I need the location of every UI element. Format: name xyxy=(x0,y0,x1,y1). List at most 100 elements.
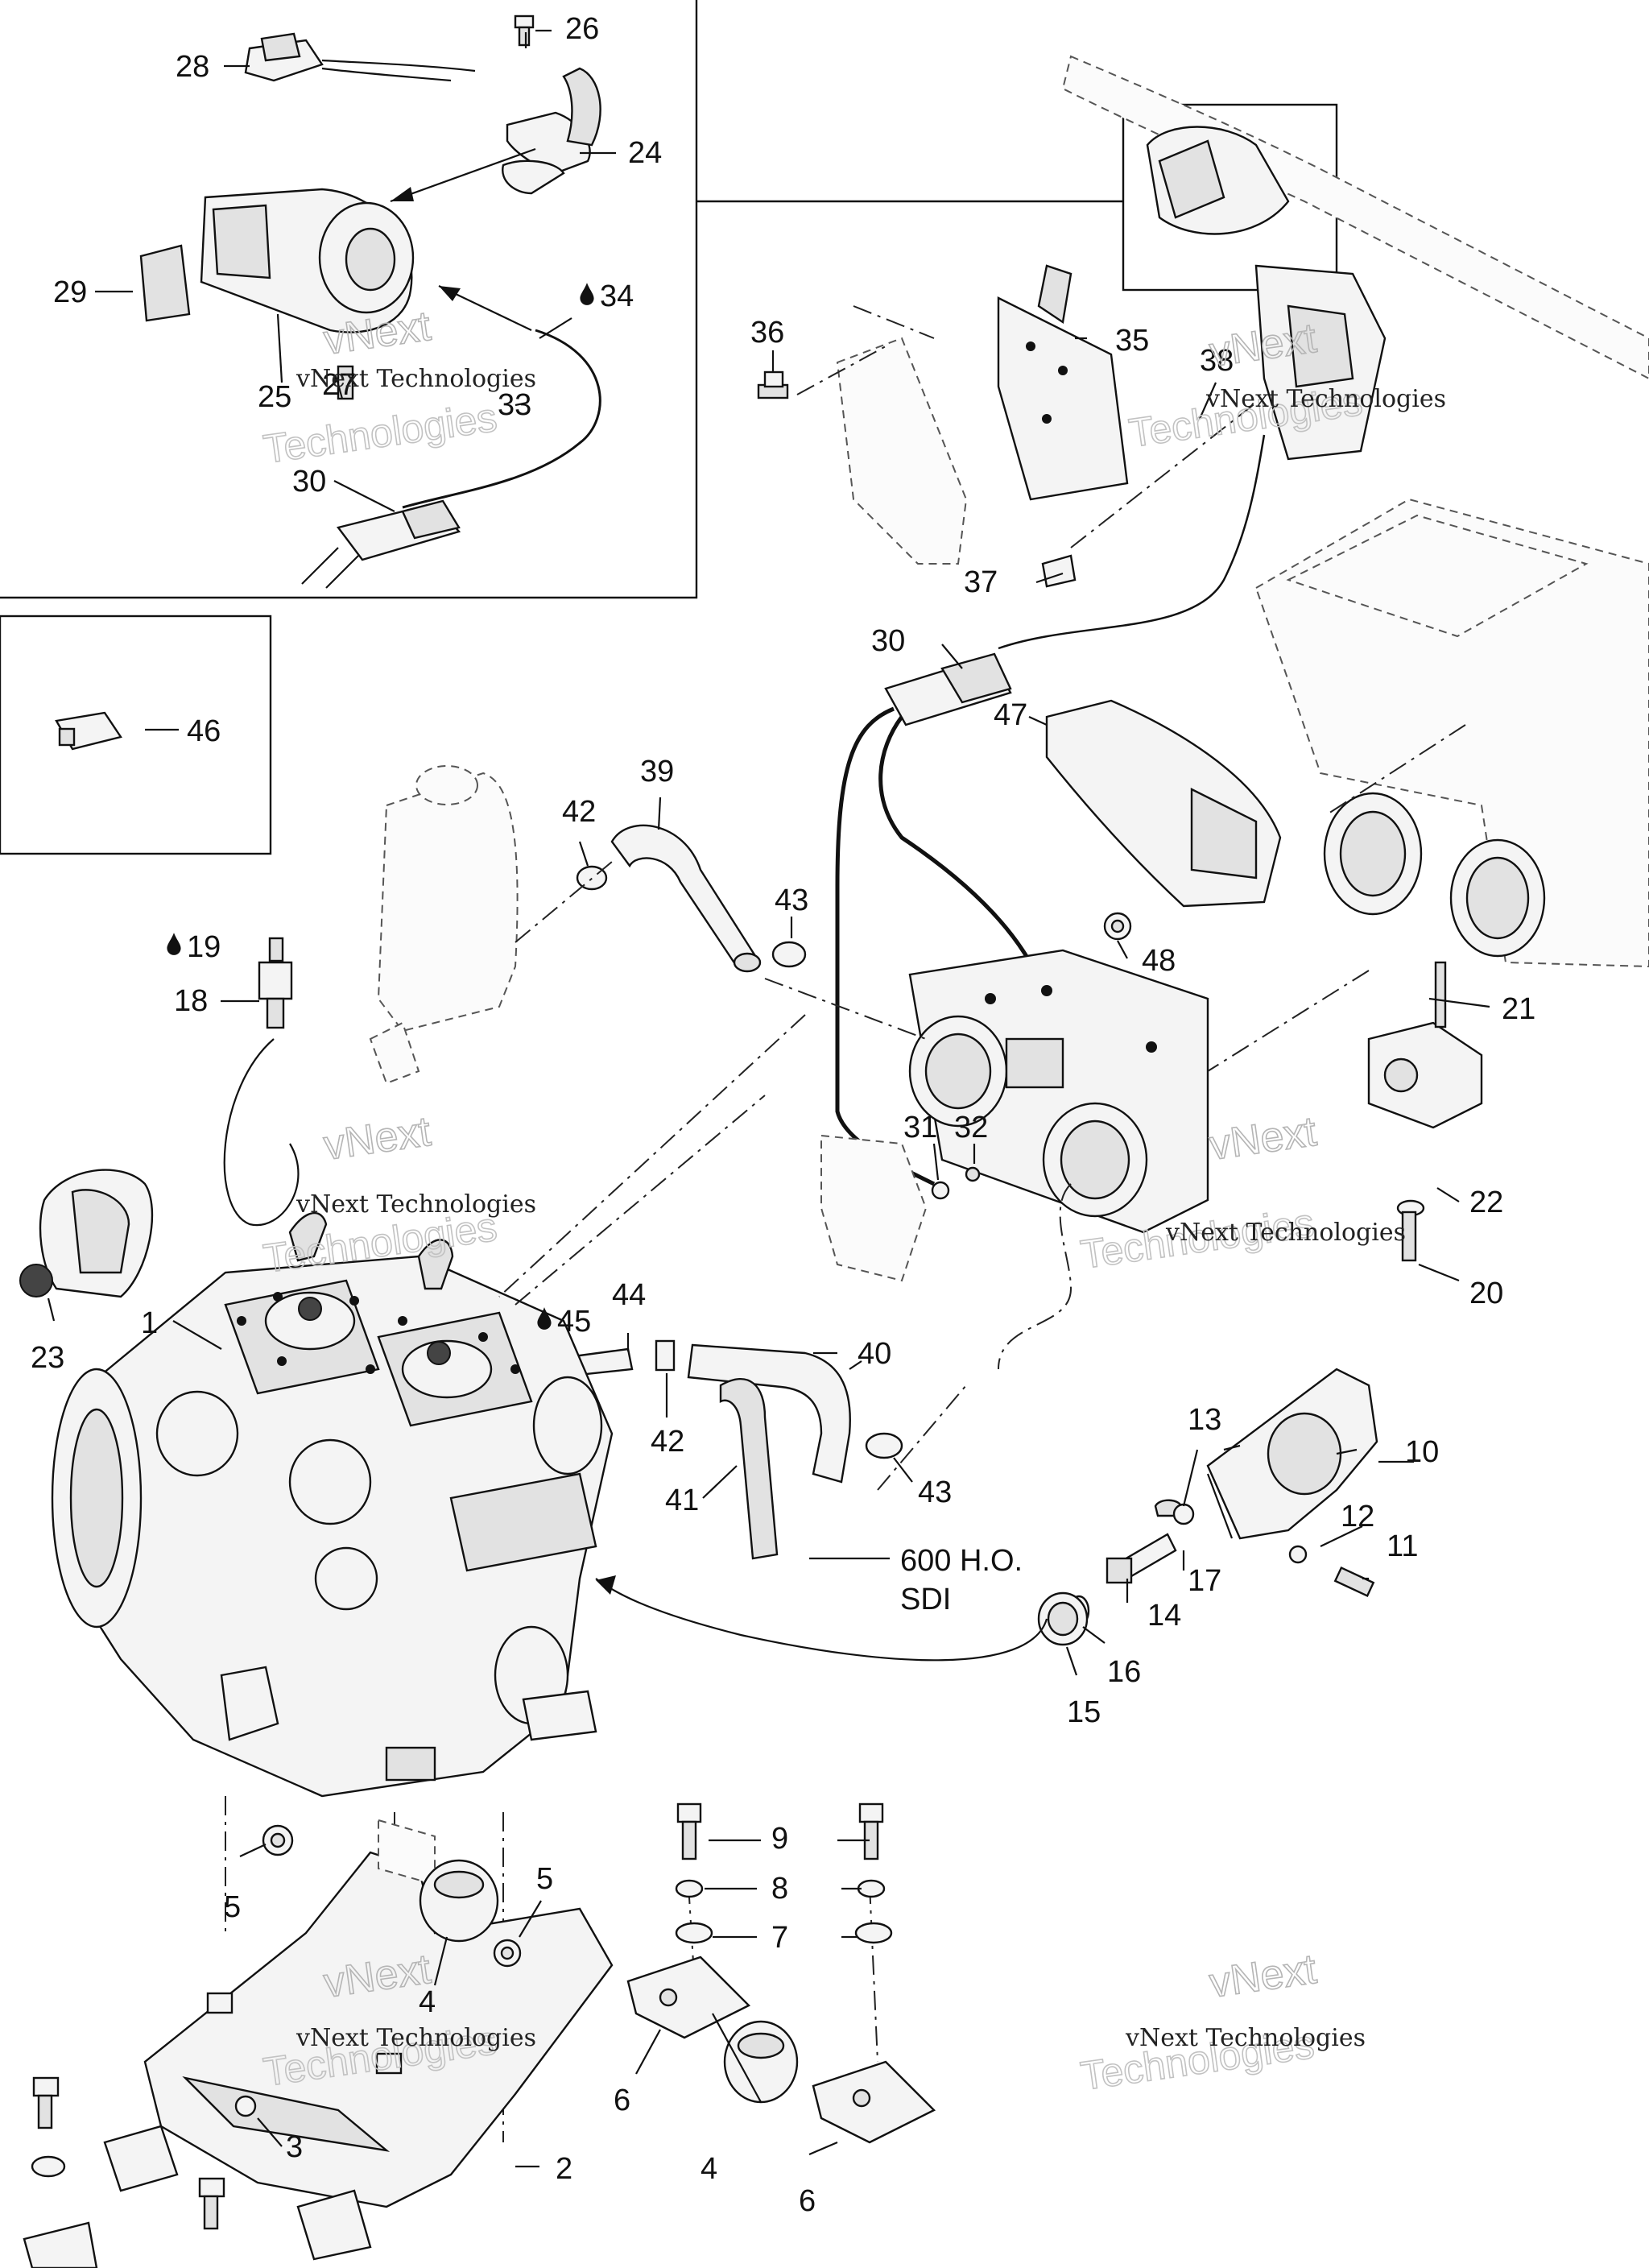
clip-46 xyxy=(55,711,122,751)
oil-pump-parts xyxy=(1367,961,1483,1262)
callout-29: 29 xyxy=(53,275,87,309)
callout-47: 47 xyxy=(994,698,1027,732)
callout-42-top: 42 xyxy=(562,795,596,829)
starter-handle-23 xyxy=(19,1169,154,1298)
svg-text:vNext: vNext xyxy=(321,1108,434,1169)
hose-41 xyxy=(719,1377,779,1560)
throttle-body xyxy=(908,949,1209,1234)
hardware-11-17 xyxy=(1037,1499,1375,1646)
callout-12: 12 xyxy=(1341,1500,1374,1533)
nut-48 xyxy=(1103,912,1132,941)
cover-47 xyxy=(1045,699,1282,908)
svg-text:Technologies: Technologies xyxy=(261,395,500,472)
callout-30: 30 xyxy=(871,624,905,658)
callout-13: 13 xyxy=(1188,1403,1221,1437)
callout-4-bottom: 4 xyxy=(701,2152,717,2186)
callout-22: 22 xyxy=(1469,1186,1503,1219)
plug-cap-left xyxy=(288,1211,328,1262)
callout-labels: 28 26 24 29 25 27 33 34 30 46 36 35 38 3… xyxy=(31,12,1535,2218)
callout-14: 14 xyxy=(1147,1599,1181,1633)
callout-3: 3 xyxy=(286,2130,303,2164)
callout-40: 40 xyxy=(858,1337,891,1371)
leader-lines xyxy=(47,29,1490,2168)
bracket-35 xyxy=(997,264,1129,501)
callout-32: 32 xyxy=(954,1111,988,1144)
svg-text:vNext: vNext xyxy=(1207,1946,1320,2007)
svg-text:vNext Technologies: vNext Technologies xyxy=(295,1190,536,1219)
callout-44: 44 xyxy=(612,1278,646,1312)
callout-27: 27 xyxy=(322,368,356,402)
callout-6-bottom: 6 xyxy=(799,2184,816,2218)
callout-17: 17 xyxy=(1188,1564,1221,1598)
callout-39: 39 xyxy=(640,755,674,788)
hose-39 xyxy=(610,824,758,968)
callout-5-right: 5 xyxy=(536,1862,553,1896)
mount-path xyxy=(595,1578,1048,1662)
callout-42: 42 xyxy=(651,1425,684,1459)
callout-41: 41 xyxy=(665,1484,699,1517)
handlebar xyxy=(1061,55,1649,461)
oil-drop-icon xyxy=(580,283,594,305)
engine-mount-frame xyxy=(143,1819,614,2208)
plug-path xyxy=(223,1038,300,1227)
callout-15: 15 xyxy=(1067,1695,1101,1729)
screw-26 xyxy=(514,14,535,47)
steering-column-ghost xyxy=(836,337,968,565)
mount-hardware xyxy=(23,1802,893,2268)
connector-28 xyxy=(244,32,476,82)
variant-note-600: 600 H.O. xyxy=(900,1544,1023,1578)
callout-20: 20 xyxy=(1469,1277,1503,1310)
callout-36: 36 xyxy=(750,316,784,350)
callout-38: 38 xyxy=(1200,344,1234,378)
assembly-arrow-1 xyxy=(390,147,536,203)
svg-text:vNext Technologies: vNext Technologies xyxy=(1125,2024,1366,2052)
callout-19: 19 xyxy=(187,930,221,964)
callout-30-inset: 30 xyxy=(292,465,326,499)
callout-5-left: 5 xyxy=(224,1890,241,1924)
oil-drop-icon xyxy=(167,933,181,955)
callout-4-top: 4 xyxy=(419,1985,436,2019)
callout-33: 33 xyxy=(498,388,531,422)
callout-8: 8 xyxy=(771,1872,788,1906)
variant-note-sdi: SDI xyxy=(900,1583,951,1616)
callout-45: 45 xyxy=(557,1305,591,1339)
rubber-mounts xyxy=(419,1859,936,2144)
throttle-housing xyxy=(139,188,415,333)
callout-25: 25 xyxy=(258,380,291,414)
callout-31: 31 xyxy=(903,1111,937,1144)
svg-text:vNext Technologies: vNext Technologies xyxy=(1165,1219,1406,1247)
callout-37: 37 xyxy=(964,565,998,599)
oil-reservoir xyxy=(369,765,519,1085)
callout-43-top: 43 xyxy=(775,884,808,917)
watermark-middle-left: vNext Technologies vNext Technologies xyxy=(260,1107,536,1282)
bolt-36 xyxy=(757,370,789,399)
callout-21: 21 xyxy=(1502,992,1535,1026)
svg-text:vNext Technologies: vNext Technologies xyxy=(295,365,536,393)
callout-24: 24 xyxy=(628,136,662,170)
hose-40 xyxy=(687,1343,851,1484)
callout-46: 46 xyxy=(187,714,221,748)
plug-cap-right xyxy=(417,1239,454,1290)
callout-18: 18 xyxy=(174,984,208,1018)
engine xyxy=(51,1255,614,1798)
inset-frame-clip xyxy=(0,615,272,855)
callout-10: 10 xyxy=(1405,1435,1439,1469)
screw-37 xyxy=(1041,554,1077,588)
throttle-lever xyxy=(502,67,601,195)
callout-43: 43 xyxy=(918,1475,952,1509)
callout-34: 34 xyxy=(600,279,634,313)
callout-35: 35 xyxy=(1115,324,1149,358)
fittings-31-32 xyxy=(931,1166,981,1200)
watermark-top-left: vNext Technologies vNext Technologies xyxy=(260,302,536,473)
oil-pump-ghost xyxy=(820,1134,928,1282)
callout-48: 48 xyxy=(1142,944,1176,978)
callout-9: 9 xyxy=(771,1822,788,1856)
callout-28: 28 xyxy=(176,50,209,84)
callout-1: 1 xyxy=(141,1306,158,1340)
svg-text:vNext Technologies: vNext Technologies xyxy=(1205,385,1446,413)
svg-text:vNext Technologies: vNext Technologies xyxy=(295,2024,536,2052)
callout-26: 26 xyxy=(565,12,599,46)
switch-cable-30 xyxy=(301,329,601,589)
